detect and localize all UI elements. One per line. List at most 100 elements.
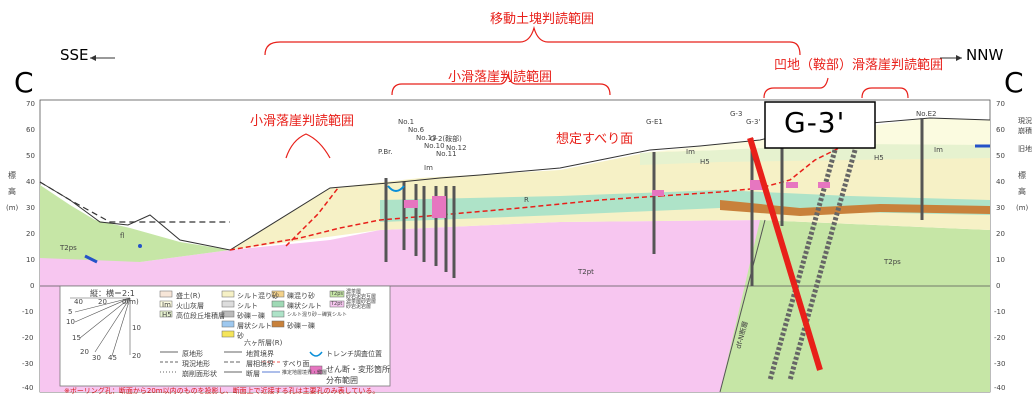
legend-item: 濃茶層 bbox=[346, 289, 362, 295]
borehole-label: No.13 bbox=[416, 134, 437, 142]
slip-surface-right bbox=[659, 144, 846, 197]
footnote: ※ボーリング孔：断面から20m以内のものを投影し、断面上で近接する孔は主要孔のみ… bbox=[64, 387, 380, 395]
borehole-label: No.12 bbox=[446, 144, 467, 152]
y-title-left: 標 bbox=[8, 171, 16, 180]
legend-item: 高位段丘堆積層 bbox=[176, 312, 225, 320]
unit-label: T2ps bbox=[884, 258, 901, 266]
legend-item: 砂岩泥岩層 bbox=[346, 304, 372, 310]
trench-marker bbox=[387, 185, 405, 192]
highlight-borehole-label: G-3' bbox=[784, 106, 846, 139]
borehole-label: No.11 bbox=[436, 150, 457, 158]
range-label-small-scarp-center: 小滑落崖判読範囲 bbox=[448, 70, 553, 85]
arrow-left-head bbox=[90, 55, 96, 61]
borehole-label: No.E2 bbox=[916, 110, 937, 118]
borehole-label: G-3 bbox=[730, 110, 743, 118]
sediment-teal bbox=[380, 190, 990, 222]
legend-line-item: 推定地層境界・鍵層 bbox=[282, 370, 328, 376]
section-letter-right: C bbox=[1004, 66, 1024, 99]
range-label-depression: 凹地（鞍部）滑落崖判読範囲 bbox=[774, 58, 944, 73]
fault-line bbox=[719, 219, 766, 393]
range-label-moving-block: 移動土塊判読範囲 bbox=[490, 12, 595, 27]
range-braces bbox=[264, 25, 909, 159]
legend-item: シルト混り砂－礫質シルト bbox=[287, 312, 348, 318]
deformation-marker bbox=[818, 182, 830, 188]
deformation-marker bbox=[432, 196, 446, 218]
section-letter-left: C bbox=[14, 66, 34, 99]
y-title-left: 高 bbox=[8, 187, 16, 196]
legend-item: シルト混り砂 bbox=[237, 292, 279, 300]
legend-line-item: 原地形 bbox=[182, 350, 203, 358]
arrow-right-head bbox=[956, 55, 962, 61]
legend-line-samples bbox=[160, 351, 323, 373]
y-tick-right: 30 bbox=[996, 204, 1005, 212]
unit-label: fl bbox=[120, 232, 125, 240]
legend-symbol-item: 分布範囲 bbox=[326, 376, 358, 385]
y-tick-left: 40 bbox=[26, 178, 35, 186]
legend-swatches bbox=[159, 290, 345, 375]
y-tick-left: -30 bbox=[22, 360, 34, 368]
unit-label: T2ps bbox=[60, 244, 77, 252]
y-title-left: (m) bbox=[6, 204, 19, 212]
legend-symbol-item: せん断・変形箇所 bbox=[326, 365, 390, 374]
right-side-note: 旧地 bbox=[1018, 145, 1032, 153]
legend-item: 砂 bbox=[237, 332, 244, 340]
scale-tick: 10 bbox=[66, 318, 75, 326]
y-tick-right: 70 bbox=[996, 100, 1005, 108]
y-title-right: (m) bbox=[1016, 204, 1029, 212]
y-tick-left: -20 bbox=[22, 334, 34, 342]
borehole-label: No.10 bbox=[424, 142, 445, 150]
legend-item: 砂礫－礫 bbox=[237, 312, 265, 320]
unit-label: Im bbox=[686, 148, 695, 156]
highlight-line bbox=[747, 137, 823, 371]
legend-symbol-item: トレンチ調査位置 bbox=[326, 350, 382, 358]
trench-marker-left bbox=[84, 254, 98, 264]
legend-line-item: 地質境界 bbox=[246, 350, 274, 358]
right-side-note: 現況 bbox=[1018, 117, 1032, 125]
slip-surface-line bbox=[229, 195, 661, 251]
y-tick-right: 60 bbox=[996, 126, 1005, 134]
y-tick-left: 20 bbox=[26, 230, 35, 238]
trench-point bbox=[138, 244, 142, 248]
scale-tick: 20 bbox=[80, 348, 89, 356]
scale-tick: 5 bbox=[68, 308, 73, 316]
y-tick-left: 70 bbox=[26, 100, 35, 108]
scale-diagram bbox=[70, 297, 131, 357]
range-label-small-scarp-left: 小滑落崖判読範囲 bbox=[250, 114, 355, 129]
unit-label: Im bbox=[934, 146, 943, 154]
green-unit-left bbox=[40, 185, 230, 262]
borehole-label: G-3' bbox=[746, 118, 761, 126]
direction-right-label: NNW bbox=[966, 46, 1004, 64]
borehole-label: P.Br. bbox=[378, 148, 393, 156]
legend-line-item: 崩削面形状 bbox=[182, 370, 217, 378]
legend-item: 礫混り砂 bbox=[287, 292, 315, 300]
y-tick-left: 0 bbox=[30, 282, 35, 290]
scale-tick: 0(m) bbox=[122, 298, 139, 306]
scale-tick: 30 bbox=[92, 354, 101, 362]
y-title-right: 標 bbox=[1018, 171, 1026, 180]
legend-item: 盛土(R) bbox=[176, 292, 201, 300]
legend-code: Im bbox=[162, 301, 171, 309]
legend-line-item: 断層 bbox=[246, 370, 260, 378]
legend-code: T2pt bbox=[331, 301, 343, 307]
legend-line-title: 六ヶ所層(R) bbox=[244, 339, 283, 347]
unit-label: T2pt bbox=[578, 268, 594, 276]
y-tick-right: -30 bbox=[994, 360, 1006, 368]
legend-item: 火山灰層 bbox=[176, 302, 204, 310]
deformation-marker bbox=[750, 180, 764, 190]
y-tick-right: 50 bbox=[996, 152, 1005, 160]
scale-tick: 15 bbox=[72, 334, 81, 342]
unit-label: Im bbox=[424, 164, 433, 172]
y-tick-right: 0 bbox=[996, 282, 1001, 290]
y-tick-left: 50 bbox=[26, 152, 35, 160]
deformation-marker bbox=[404, 200, 418, 208]
legend-line-item: 現況地形 bbox=[182, 360, 210, 368]
y-tick-right: -20 bbox=[994, 334, 1006, 342]
legend-line-item: 層相境界 bbox=[246, 360, 274, 368]
y-tick-right: 40 bbox=[996, 178, 1005, 186]
y-tick-left: -10 bbox=[22, 308, 34, 316]
legend-item: 層状シルト bbox=[237, 322, 272, 330]
sediment-H5 bbox=[640, 142, 990, 165]
bedrock-center bbox=[380, 220, 760, 392]
deformation-marker bbox=[786, 182, 798, 188]
